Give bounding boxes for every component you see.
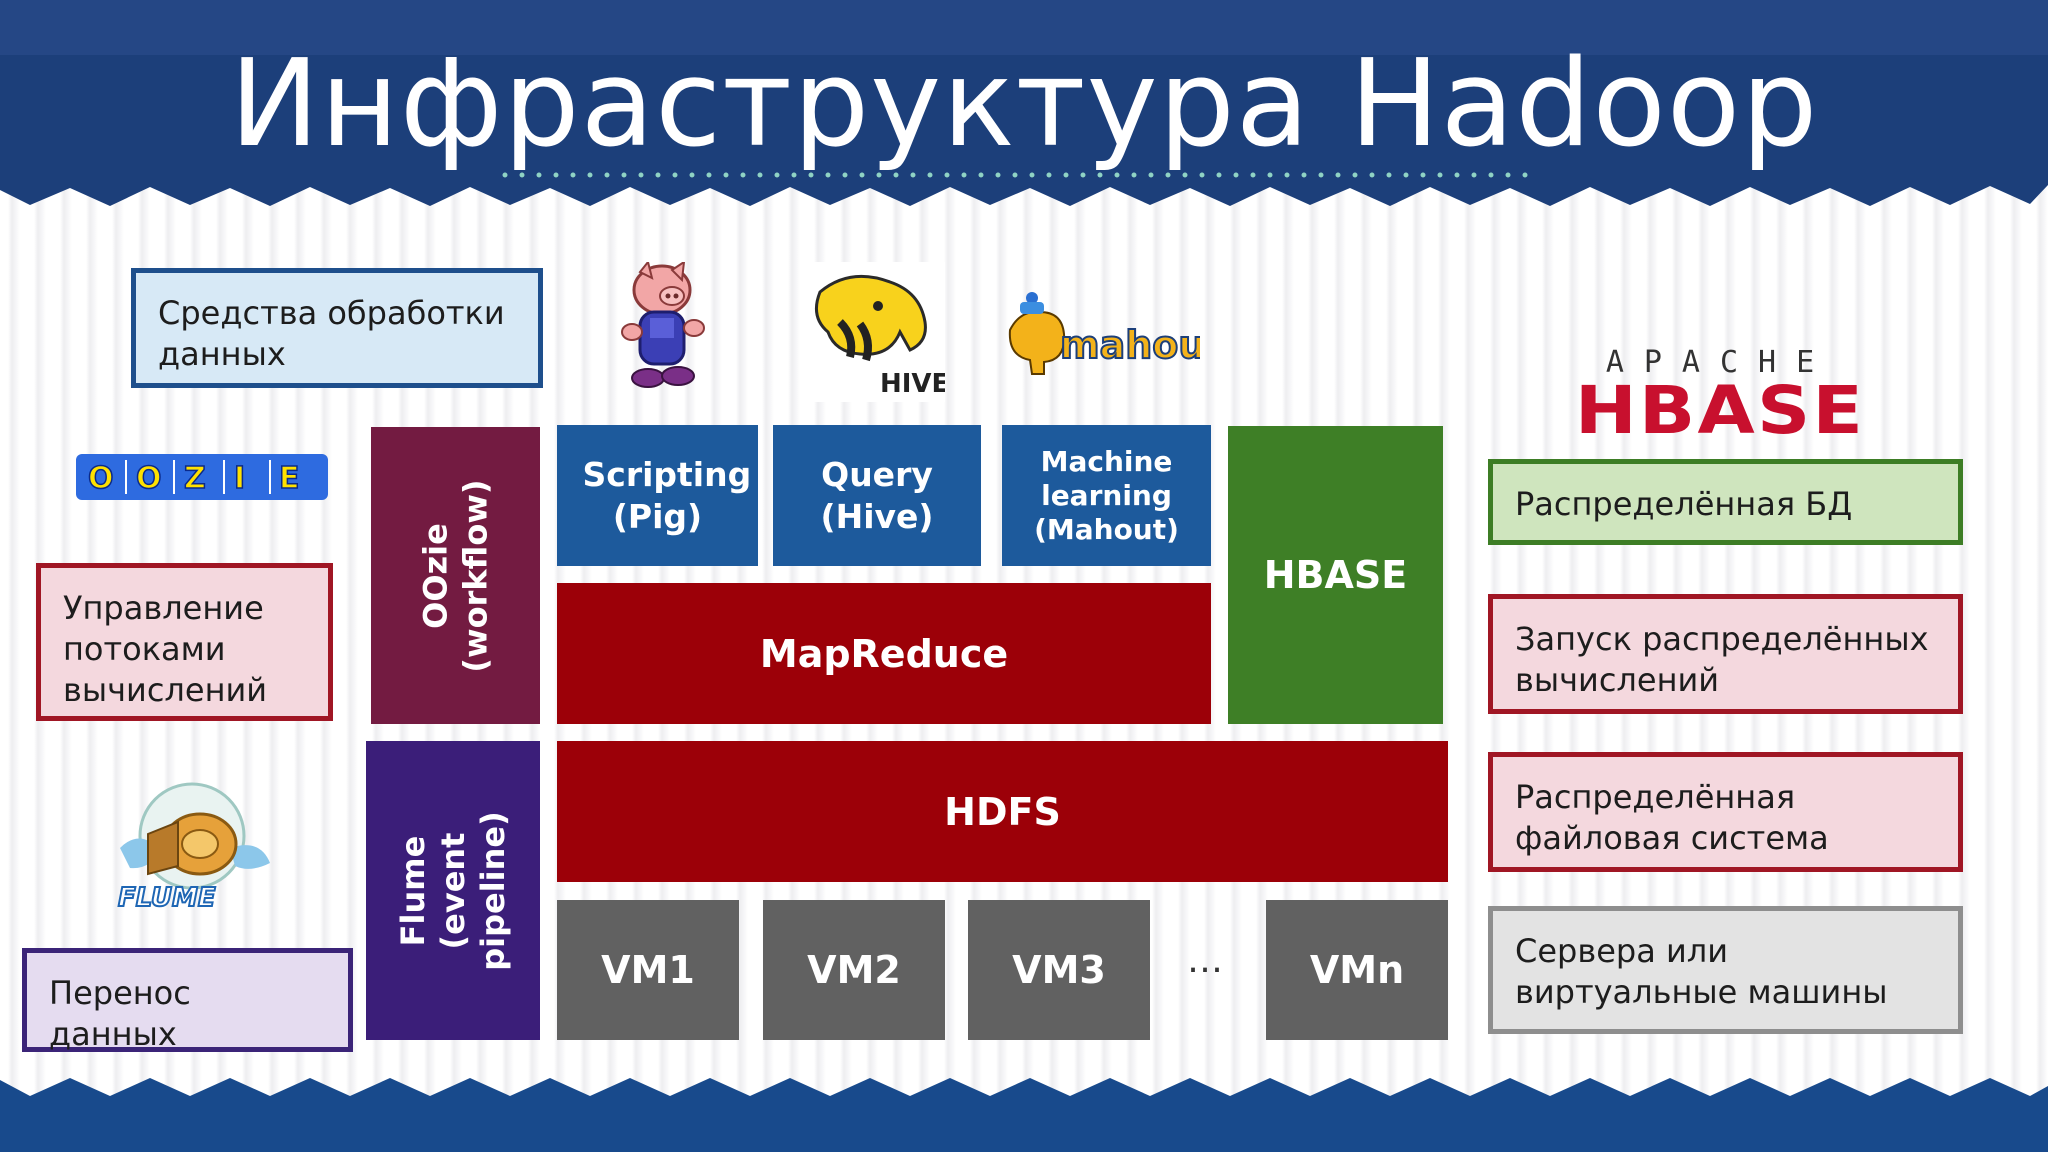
svg-text:FLUME: FLUME — [118, 883, 216, 913]
block-machine-learning-mahout: Machine learning (Mahout) — [1002, 425, 1211, 566]
block-ml-label: Machine learning (Mahout) — [1034, 444, 1179, 546]
pig-logo-icon — [621, 262, 705, 388]
block-oozie-label: OOzie (workflow) — [416, 478, 495, 673]
legend-distributed-db: Распределённая БД — [1488, 459, 1963, 545]
vm-ellipsis: … — [1187, 940, 1223, 981]
block-hdfs: HDFS — [557, 741, 1448, 882]
block-vm1: VM1 — [557, 900, 739, 1040]
svg-text:mahout: mahout — [1060, 323, 1200, 367]
title-dotted-underline — [502, 172, 1538, 178]
svg-text:O: O — [88, 461, 114, 496]
flume-logo-icon: FLUME — [117, 782, 270, 913]
legend-servers: Сервера или виртуальные машины — [1488, 906, 1963, 1034]
block-flume-pipeline: Flume (event pipeline) — [366, 741, 540, 1040]
legend-data-transfer: Перенос данных — [22, 948, 353, 1053]
legend-processing-tools: Средства обработки данных — [131, 268, 543, 388]
hive-logo: HIVE — [800, 262, 945, 402]
svg-text:Z: Z — [184, 461, 206, 496]
block-oozie-workflow: OOzie (workflow) — [371, 427, 540, 724]
oozie-logo-icon: O O Z I E — [76, 454, 328, 500]
apache-hbase-logo: APACHE HBASE — [1560, 345, 1880, 444]
block-hbase: HBASE — [1228, 426, 1443, 724]
apache-wordmark: APACHE — [1605, 345, 1835, 380]
legend-workflow-management: Управление потоками вычислений — [36, 563, 333, 721]
block-query-label: Query (Hive) — [820, 454, 934, 536]
slide-title: Инфраструктура Hadoop — [229, 35, 1819, 174]
block-mapreduce: MapReduce — [557, 583, 1211, 724]
mahout-elephant-icon: mahout — [1008, 292, 1200, 375]
svg-text:I: I — [234, 461, 245, 496]
legend-distributed-fs: Распределённая файловая система — [1488, 752, 1963, 872]
block-flume-label: Flume (event pipeline) — [394, 810, 512, 971]
header-band — [0, 0, 2048, 206]
legend-distributed-compute: Запуск распределённых вычислений — [1488, 594, 1963, 714]
block-scripting-label: Scripting (Pig) — [582, 454, 752, 536]
mahout-logo: mahout — [1000, 290, 1200, 380]
hive-bee-icon: HIVE — [814, 274, 945, 399]
svg-text:O: O — [136, 461, 162, 496]
block-vm2: VM2 — [763, 900, 945, 1040]
block-scripting-pig: Scripting (Pig) — [557, 425, 758, 566]
block-vmn: VMn — [1266, 900, 1448, 1040]
block-query-hive: Query (Hive) — [773, 425, 981, 566]
svg-text:E: E — [279, 461, 300, 496]
svg-text:HIVE: HIVE — [880, 369, 945, 399]
footer-band — [0, 1078, 2048, 1152]
hbase-wordmark: HBASE — [1574, 372, 1866, 449]
block-vm3: VM3 — [968, 900, 1150, 1040]
